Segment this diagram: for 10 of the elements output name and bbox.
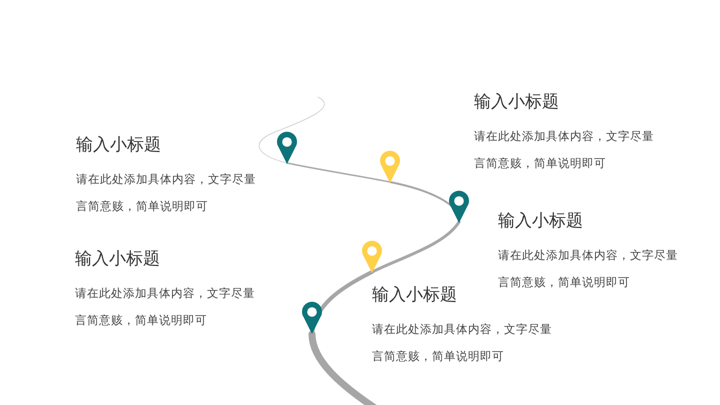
description-text: 请在此处添加具体内容，文字尽量言简意赅，简单说明即可 — [75, 285, 256, 329]
description-text: 请在此处添加具体内容，文字尽量言简意赅，简单说明即可 — [76, 171, 257, 215]
description-text: 请在此处添加具体内容，文字尽量言简意赅，简单说明即可 — [474, 128, 655, 172]
subtitle-heading: 输入小标题 — [498, 210, 583, 233]
subtitle-heading: 输入小标题 — [474, 91, 559, 114]
description-text: 请在此处添加具体内容，文字尽量言简意赅，简单说明即可 — [498, 247, 679, 291]
subtitle-heading: 输入小标题 — [76, 134, 161, 157]
subtitle-heading: 输入小标题 — [372, 284, 457, 307]
description-text: 请在此处添加具体内容，文字尽量言简意赅，简单说明即可 — [372, 321, 553, 365]
subtitle-heading: 输入小标题 — [75, 248, 160, 271]
